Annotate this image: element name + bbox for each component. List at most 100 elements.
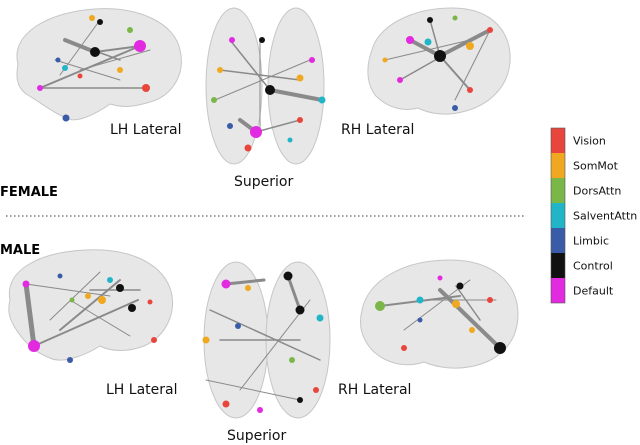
node-default [229,37,235,43]
legend-swatch-dorsattn [551,178,565,203]
nodes [375,275,506,354]
node-default [22,280,30,288]
legend-label-limbic: Limbic [573,235,609,248]
node-default [250,126,262,138]
edge [69,299,131,337]
female-lh-lateral-label: LH Lateral [110,122,181,138]
edge [229,39,271,91]
node-default [309,57,315,63]
nodes [202,271,324,413]
node-vision [244,144,252,152]
node-control [283,271,293,281]
node-vision [77,73,83,79]
legend-swatch-control [551,253,565,278]
node-control [434,50,446,62]
edge [455,285,481,321]
male-superior-view [202,261,331,419]
node-control [128,304,136,312]
edge [286,274,302,312]
node-control [259,37,265,43]
edge [94,45,141,53]
node-sommot [202,336,210,344]
node-dorsattn [211,97,217,103]
node-limbic [55,57,61,63]
node-limbic [417,317,423,323]
edge [49,271,101,321]
node-salventattn [318,96,326,104]
node-vision [147,299,153,305]
node-vision [297,117,303,123]
node-control [116,284,124,292]
node-dorsattn [375,301,385,311]
female-panel: LH Lateral Superior RH Lateral FEMALE [0,7,511,200]
node-limbic [452,105,458,111]
legend-label-salventattn: SalventAttn [573,210,637,223]
nodes [382,15,493,111]
node-default [406,36,414,44]
node-default [397,77,403,83]
edge [25,283,111,297]
node-sommot [85,293,91,299]
male-rh-lateral-view [360,259,519,369]
edge [399,45,461,81]
female-lh-lateral-view [16,8,182,122]
node-control [265,85,275,95]
right-hemisphere [267,7,325,165]
legend-swatch-limbic [551,228,565,253]
node-vision [142,84,150,92]
male-rh-lateral-label: RH Lateral [338,382,411,398]
edge [438,28,492,58]
node-control [90,47,100,57]
legend-swatch-salventattn [551,203,565,228]
legend-swatch-vision [551,128,565,153]
left-hemisphere [205,7,263,165]
node-sommot [296,74,304,82]
node-control [494,342,506,354]
legend-label-control: Control [573,260,613,273]
node-default [221,279,231,289]
legend-border [550,127,566,304]
node-vision [151,337,157,343]
node-salventattn [316,314,324,322]
female-superior-view [205,7,326,165]
male-lh-lateral-view [8,249,173,363]
edge [439,55,471,91]
node-control [297,397,303,403]
node-vision [467,87,473,93]
node-sommot [217,67,223,73]
edges [205,274,321,401]
node-salventattn [424,38,432,46]
node-dorsattn [69,297,75,303]
node-sommot [466,42,474,50]
legend-swatch-default [551,278,565,303]
node-vision [222,400,230,408]
node-dorsattn [127,27,133,33]
edge [54,59,121,81]
node-control [97,19,103,25]
female-group-label: FEMALE [0,185,58,200]
female-rh-lateral-view [367,7,511,115]
legend-swatch-sommot [551,153,565,178]
node-control [427,17,433,23]
nodes [22,273,157,363]
legend-label-dorsattn: DorsAttn [573,185,621,198]
legend-label-sommot: SomMot [573,160,619,173]
node-salventattn [107,277,113,283]
node-default [134,40,146,52]
node-control [456,282,464,290]
edge [79,49,151,71]
node-vision [487,27,493,33]
node-vision [313,387,319,393]
male-group-label: MALE [0,243,40,258]
edge [205,379,301,401]
node-control [295,305,305,315]
male-superior-label: Superior [227,428,286,444]
brain-outline [360,259,519,369]
edge [23,281,37,349]
edge [224,278,266,286]
edge [384,39,471,61]
edge [429,19,441,57]
node-salventattn [62,65,68,71]
node-default [28,340,40,352]
